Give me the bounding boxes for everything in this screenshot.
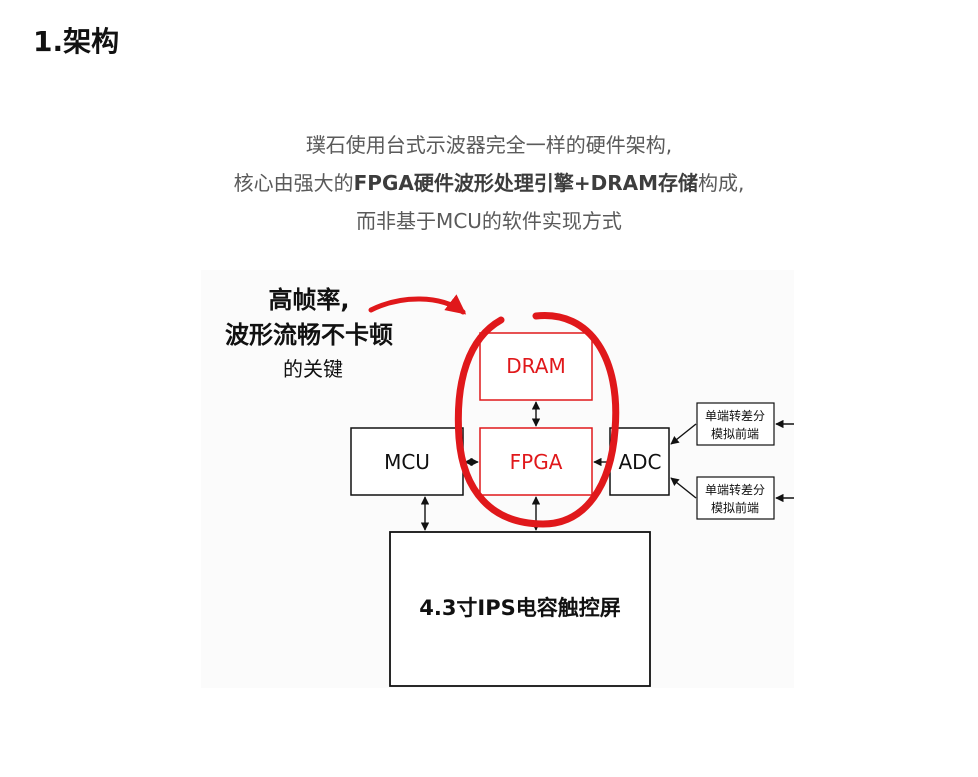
screen-block: [389, 531, 651, 687]
frontend-top-line-1: 单端转差分: [705, 408, 765, 423]
fpga-label: FPGA: [510, 450, 563, 474]
intro-paragraph: 璞石使用台式示波器完全一样的硬件架构, 核心由强大的FPGA硬件波形处理引擎+D…: [0, 126, 978, 240]
frontend-top-adc-connector: [670, 423, 697, 445]
adc-block: [609, 427, 670, 496]
dram-block: [479, 332, 593, 401]
highlight-loop: [454, 312, 620, 528]
mcu-block: [350, 427, 464, 496]
highlight-arrow: [368, 294, 467, 315]
mcu-label: MCU: [384, 450, 430, 474]
screen-label: 4.3寸IPS电容触控屏: [419, 596, 621, 620]
callout-line-1: 高帧率,: [268, 286, 349, 314]
fpga-block: [479, 427, 593, 496]
intro-line-2-emphasis: FPGA硬件波形处理引擎+DRAM存储: [353, 171, 698, 195]
frontend-bottom-adc-connector: [670, 477, 697, 499]
intro-line-2-prefix: 核心由强大的: [233, 171, 354, 195]
intro-line-3: 而非基于MCU的软件实现方式: [356, 209, 622, 233]
frontend-top-line-2: 模拟前端: [711, 426, 759, 441]
callout-line-3: 的关键: [283, 357, 343, 381]
callout-line-2: 波形流畅不卡顿: [225, 321, 393, 349]
dram-label: DRAM: [506, 354, 565, 378]
intro-line-2-suffix: 构成,: [698, 171, 745, 195]
adc-label: ADC: [618, 450, 661, 474]
frontend-bottom-line-2: 模拟前端: [711, 500, 759, 515]
intro-line-1: 璞石使用台式示波器完全一样的硬件架构,: [305, 133, 673, 157]
frontend-bottom-line-1: 单端转差分: [705, 482, 765, 497]
architecture-diagram: 高帧率, 波形流畅不卡顿 的关键 DRAM FPGA MCU ADC 单端转差分…: [201, 270, 794, 688]
frontend-bottom-block: [696, 476, 775, 520]
frontend-top-block: [696, 402, 775, 446]
architecture-diagram-svg: 高帧率, 波形流畅不卡顿 的关键 DRAM FPGA MCU ADC 单端转差分…: [201, 270, 794, 688]
section-heading: 1.架构: [33, 25, 120, 58]
intro-line-2: 核心由强大的FPGA硬件波形处理引擎+DRAM存储构成,: [0, 164, 978, 202]
